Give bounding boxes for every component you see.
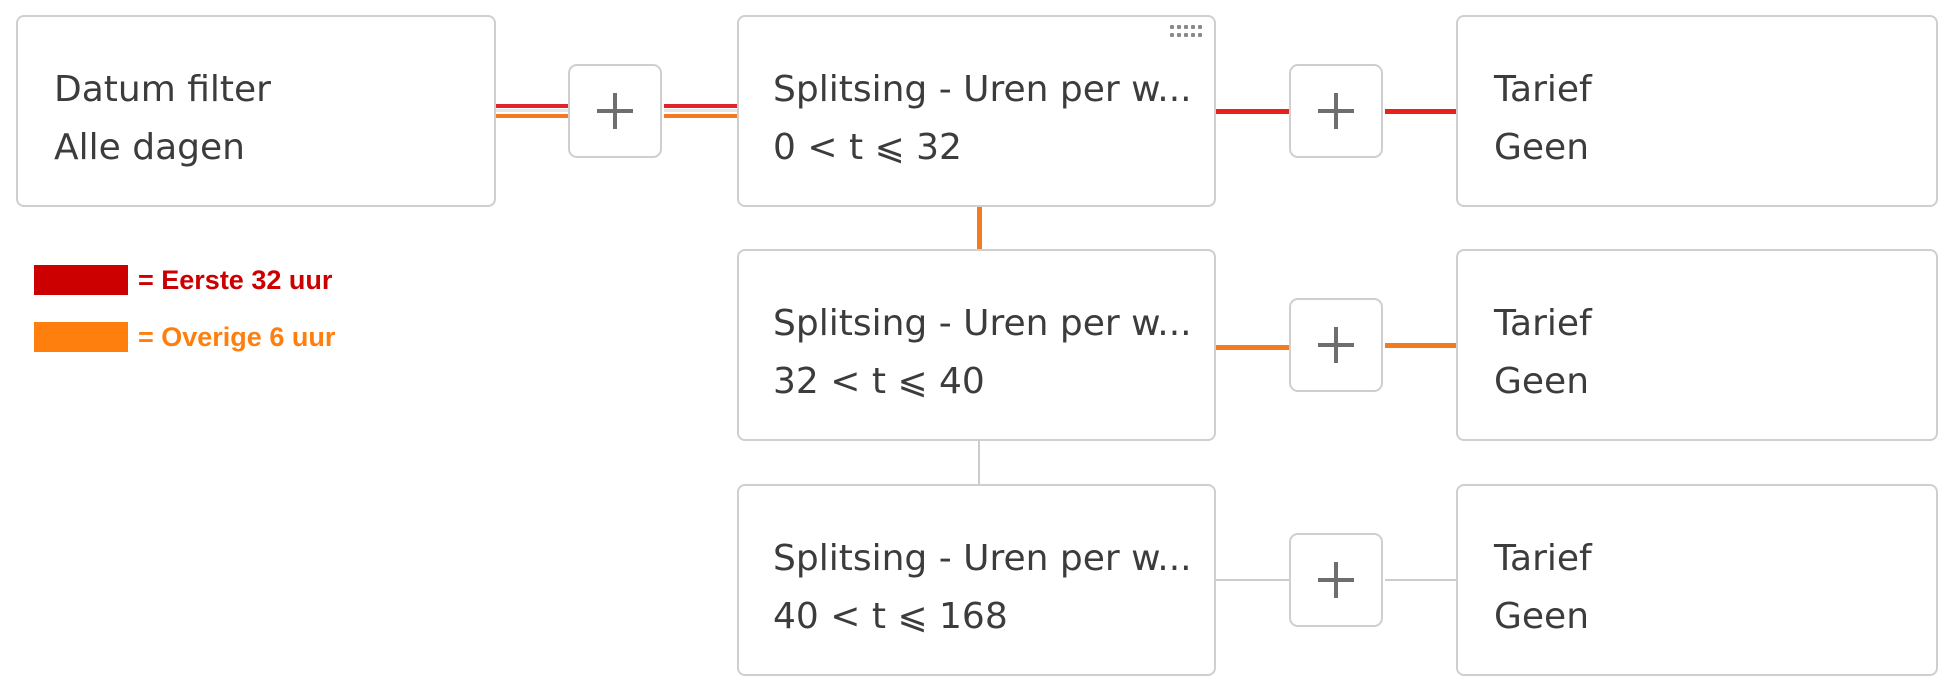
connector-tariff2-right: [1385, 579, 1457, 581]
date-filter-value: Alle dagen: [54, 127, 245, 168]
split-node-2[interactable]: Splitsing - Uren per w... 40 < t ⩽ 168: [737, 484, 1216, 676]
tariff-node-2[interactable]: Tarief Geen: [1456, 484, 1938, 676]
date-filter-title: Datum filter: [54, 69, 271, 110]
add-step-button[interactable]: [568, 64, 662, 158]
add-step-button[interactable]: [1289, 64, 1383, 158]
date-filter-node[interactable]: Datum filter Alle dagen: [16, 15, 496, 207]
add-step-button[interactable]: [1289, 298, 1383, 392]
connector-split0-grey: [664, 109, 740, 112]
split-node-range: 32 < t ⩽ 40: [773, 361, 985, 402]
connector-filter-grey: [494, 109, 570, 112]
split-node-0[interactable]: Splitsing - Uren per w... 0 < t ⩽ 32: [737, 15, 1216, 207]
connector-filter-red: [494, 104, 570, 108]
split-node-title: Splitsing - Uren per w...: [773, 538, 1192, 579]
drag-handle-icon[interactable]: [1170, 25, 1204, 41]
tariff-node-title: Tarief: [1494, 303, 1592, 344]
connector-tariff2-left: [1213, 579, 1291, 581]
tariff-node-title: Tarief: [1494, 69, 1592, 110]
tariff-node-title: Tarief: [1494, 538, 1592, 579]
split-node-title: Splitsing - Uren per w...: [773, 69, 1192, 110]
legend-swatch-rest: [34, 322, 128, 352]
tariff-node-value: Geen: [1494, 361, 1590, 402]
legend-item-first: = Eerste 32 uur: [34, 265, 332, 295]
split-node-range: 40 < t ⩽ 168: [773, 596, 1008, 637]
connector-tariff1-right: [1385, 343, 1457, 348]
legend-label-first: = Eerste 32 uur: [138, 264, 333, 295]
legend-swatch-first: [34, 265, 128, 295]
tariff-node-value: Geen: [1494, 596, 1590, 637]
connector-split-vertical-grey: [978, 440, 980, 486]
split-node-1[interactable]: Splitsing - Uren per w... 32 < t ⩽ 40: [737, 249, 1216, 441]
connector-split0-red: [664, 104, 740, 108]
connector-split0-orange: [664, 114, 740, 118]
legend-label-rest: = Overige 6 uur: [138, 321, 336, 352]
tariff-node-0[interactable]: Tarief Geen: [1456, 15, 1938, 207]
connector-tariff0-left: [1213, 109, 1291, 114]
connector-tariff1-left: [1213, 345, 1291, 350]
legend-item-rest: = Overige 6 uur: [34, 322, 335, 352]
split-node-title: Splitsing - Uren per w...: [773, 303, 1192, 344]
split-node-range: 0 < t ⩽ 32: [773, 127, 962, 168]
add-step-button[interactable]: [1289, 533, 1383, 627]
connector-filter-orange: [494, 114, 570, 118]
tariff-node-1[interactable]: Tarief Geen: [1456, 249, 1938, 441]
tariff-node-value: Geen: [1494, 127, 1590, 168]
connector-tariff0-right: [1385, 109, 1457, 114]
connector-split-vertical-orange: [977, 205, 982, 250]
